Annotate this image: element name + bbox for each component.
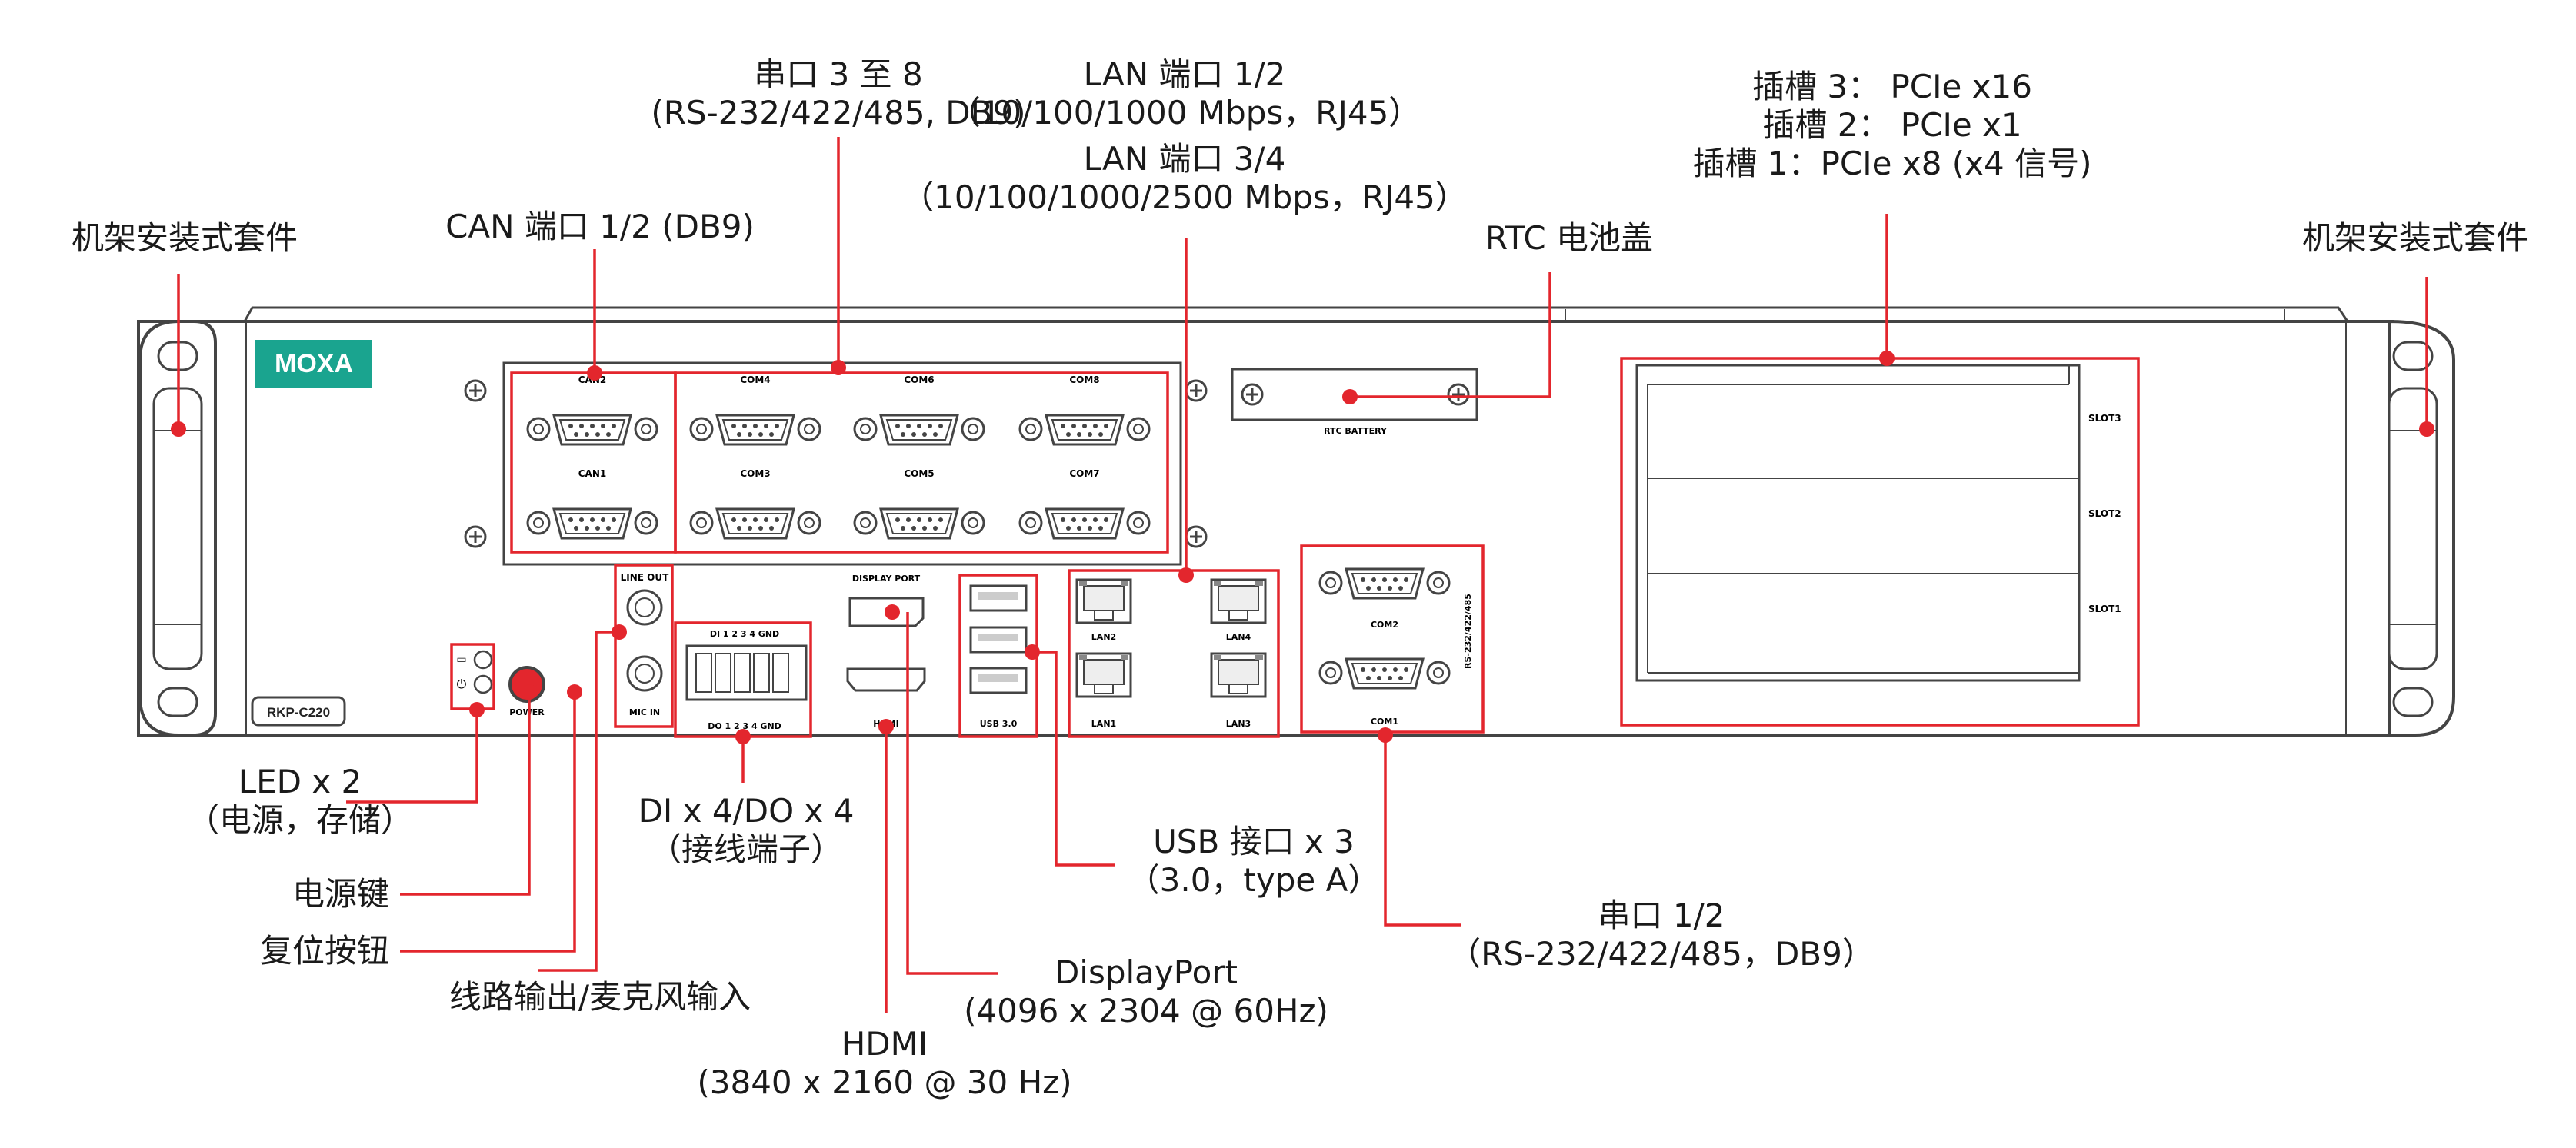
highlight-lan — [1068, 569, 1280, 738]
callout-led: LED x 2（电源，存储） — [186, 763, 413, 839]
callout-lan12: LAN 端口 1/2（10/100/1000 Mbps，RJ45） — [948, 55, 1421, 131]
com2-label: COM2 — [1371, 620, 1398, 630]
slot3-label: SLOT3 — [2088, 413, 2121, 424]
do-header: DO 1 2 3 4 GND — [708, 721, 781, 731]
com12-side-label: RS-232/422/485 — [1463, 594, 1473, 669]
com5-label: COM5 — [904, 468, 934, 479]
callout-reset: 复位按钮 — [259, 932, 389, 970]
power-label: POWER — [509, 707, 545, 717]
callout-rack-right: 机架安装式套件 — [2301, 219, 2528, 257]
callout-can: CAN 端口 1/2 (DB9) — [445, 208, 755, 245]
callout-dio: DI x 4/DO x 4（接线端子） — [638, 792, 855, 868]
storage-led-icon: ▭ — [456, 654, 466, 666]
callout-audio: 线路输出/麦克风输入 — [448, 978, 751, 1016]
slot2-label: SLOT2 — [2088, 508, 2121, 519]
rtc-label: RTC BATTERY — [1324, 426, 1388, 436]
lan3-label: LAN3 — [1226, 719, 1251, 729]
callout-power-key: 电源键 — [292, 875, 389, 913]
model-label: RKP-C220 — [267, 705, 330, 720]
com4-label: COM4 — [740, 374, 770, 385]
displayport-label: DISPLAY PORT — [852, 574, 921, 584]
com6-label: COM6 — [904, 374, 934, 385]
slot1-label: SLOT1 — [2088, 604, 2121, 614]
callout-displayport: DisplayPort(4096 x 2304 @ 60Hz) — [964, 953, 1328, 1030]
callout-rack-left: 机架安装式套件 — [71, 219, 298, 257]
com1-label: COM1 — [1371, 717, 1398, 727]
callout-rtc: RTC 电池盖 — [1485, 219, 1653, 257]
com7-label: COM7 — [1069, 468, 1099, 479]
callout-serial12: 串口 1/2（RS-232/422/485，DB9） — [1448, 897, 1875, 973]
callout-lan34: LAN 端口 3/4（10/100/1000/2500 Mbps，RJ45） — [901, 140, 1468, 216]
highlight-com38 — [674, 371, 1169, 554]
com8-label: COM8 — [1069, 374, 1099, 385]
can1-label: CAN1 — [578, 468, 607, 479]
lan1-label: LAN1 — [1091, 719, 1116, 729]
moxa-logo-text: MOXA — [275, 349, 353, 378]
usb-label: USB 3.0 — [980, 719, 1018, 729]
callout-serial38: 串口 3 至 8(RS-232/422/485, DB9) — [651, 55, 1026, 131]
power-led-icon: ⏻ — [457, 677, 467, 691]
callout-hdmi: HDMI(3840 x 2160 @ 30 Hz) — [697, 1025, 1072, 1101]
di-header: DI 1 2 3 4 GND — [710, 629, 779, 639]
line-out-label: LINE OUT — [621, 572, 669, 583]
lan4-label: LAN4 — [1226, 632, 1251, 642]
highlight-audio — [614, 564, 674, 728]
lan2-label: LAN2 — [1091, 632, 1116, 642]
com3-label: COM3 — [740, 468, 770, 479]
moxa-logo — [255, 340, 372, 388]
mic-in-label: MIC IN — [629, 707, 660, 717]
callout-usb: USB 接口 x 3（3.0，type A） — [1127, 823, 1381, 899]
model-plate — [251, 696, 346, 727]
